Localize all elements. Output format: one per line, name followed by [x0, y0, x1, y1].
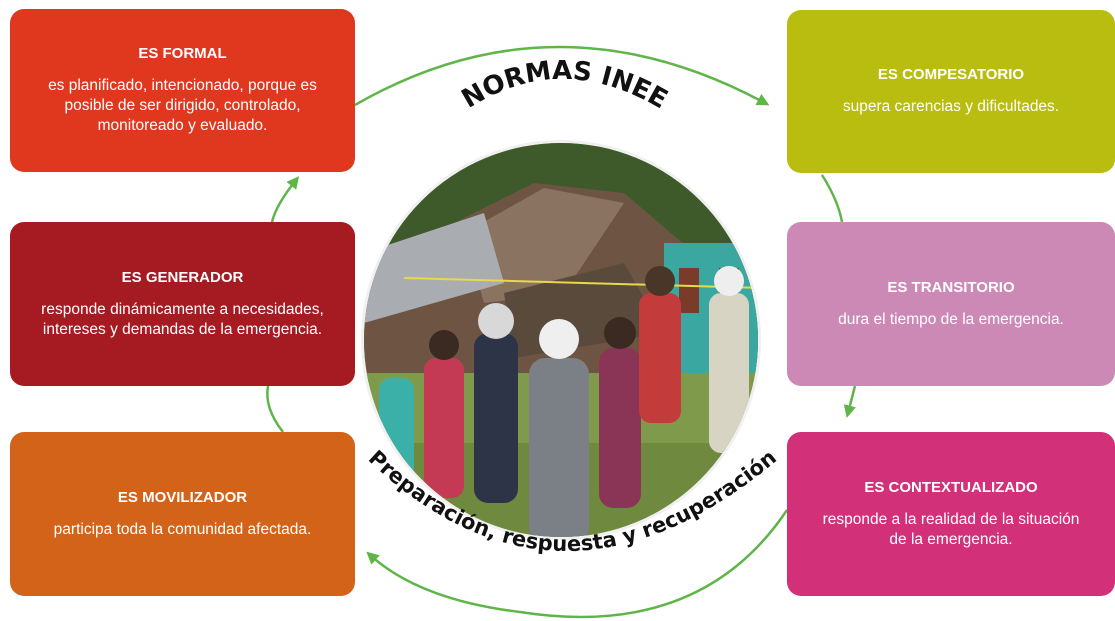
arrow-generador-to-formal — [270, 176, 300, 223]
box-description: supera carencias y dificultades. — [842, 98, 1060, 115]
box-description: responde a la realidad de la situación d… — [822, 510, 1080, 548]
arrow-transitorio-to-contextualizado — [843, 385, 857, 418]
box-description: dura el tiempo de la emergencia. — [838, 310, 1064, 328]
box-title: ES CONTEXTUALIZADO — [864, 478, 1038, 496]
box-title: ES TRANSITORIO — [887, 278, 1015, 296]
box-description: responde dinámicamente a necesidades, in… — [41, 300, 324, 338]
box-title: ES MOVILIZADOR — [117, 488, 248, 506]
center-photo — [361, 140, 761, 540]
arrow-formal-to-compesatorio — [354, 45, 770, 107]
arrow-movilizador-to-generador — [266, 385, 284, 433]
arrow-compesatorio-to-transitorio — [820, 174, 844, 223]
box-title: ES GENERADOR — [121, 268, 244, 286]
box-es-contextualizado: ES CONTEXTUALIZADO responde a la realida… — [787, 432, 1115, 596]
center-subtitle: Preparación, respuesta y recuperación — [364, 445, 781, 556]
box-es-formal: ES FORMAL es planificado, intencionado, … — [10, 9, 355, 172]
photo-collapsed-building-icon — [364, 143, 758, 537]
box-es-transitorio: ES TRANSITORIO dura el tiempo de la emer… — [787, 222, 1115, 386]
box-es-movilizador: ES MOVILIZADOR participa toda la comunid… — [10, 432, 355, 596]
arrow-contextualizado-to-movilizador — [366, 509, 789, 619]
box-title: ES FORMAL — [138, 45, 227, 62]
box-description: participa toda la comunidad afectada. — [53, 520, 312, 538]
box-description: es planificado, intencionado, porque es … — [48, 77, 317, 134]
box-title: ES COMPESATORIO — [877, 66, 1025, 83]
box-es-compesatorio: ES COMPESATORIO supera carencias y dific… — [787, 10, 1115, 173]
center-title: NORMAS INEE — [457, 56, 673, 115]
box-es-generador: ES GENERADOR responde dinámicamente a ne… — [10, 222, 355, 386]
